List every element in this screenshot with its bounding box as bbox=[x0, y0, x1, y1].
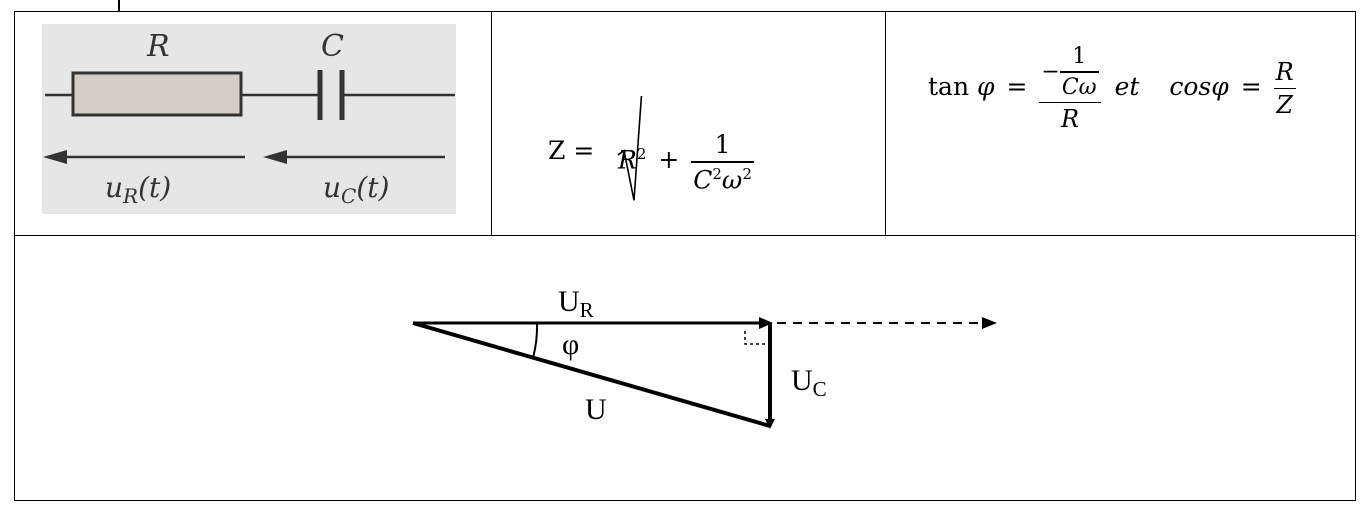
capacitor-label: C bbox=[321, 29, 344, 64]
right-angle-marker bbox=[744, 331, 765, 345]
ur-label: UR bbox=[558, 285, 594, 322]
phase-formula: tan φ = − 1 Cω R et cosφ = R Z bbox=[928, 44, 1296, 133]
u-label: U bbox=[585, 393, 607, 426]
voltage-c-label: uC(t) bbox=[323, 171, 389, 208]
rc-circuit-diagram: R C uR(t) uC(t) bbox=[42, 24, 456, 214]
dashed-arrow-head bbox=[982, 317, 997, 329]
header-line bbox=[118, 0, 120, 12]
uc-label: UC bbox=[791, 364, 827, 401]
table-row: R C uR(t) uC(t) bbox=[15, 12, 1355, 236]
impedance-radicand: R2 + 1 C2ω2 bbox=[618, 130, 754, 194]
cos-fraction: R Z bbox=[1273, 57, 1296, 120]
impedance-lhs: Z = bbox=[548, 136, 595, 165]
arrow-head-uc bbox=[263, 150, 287, 164]
phasor-row: UR φ UC U bbox=[15, 236, 1355, 500]
tan-fraction: − 1 Cω R bbox=[1039, 44, 1101, 133]
resistor-shape bbox=[71, 71, 243, 117]
resistor-label: R bbox=[146, 29, 170, 64]
angle-arc bbox=[532, 322, 539, 359]
impedance-cell bbox=[492, 12, 886, 235]
circuit-background bbox=[42, 24, 456, 214]
content-table: R C uR(t) uC(t) bbox=[14, 11, 1356, 501]
impedance-formula: Z = R2 + 1 C2ω2 bbox=[548, 96, 828, 206]
voltage-r-label: uR(t) bbox=[105, 171, 171, 208]
sqrt-sign bbox=[617, 96, 643, 201]
phasor-diagram: UR φ UC U bbox=[412, 285, 997, 429]
circuit-cell: R C uR(t) uC(t) bbox=[15, 12, 492, 235]
arrow-head-ur bbox=[43, 150, 67, 164]
angle-label: φ bbox=[562, 328, 579, 361]
